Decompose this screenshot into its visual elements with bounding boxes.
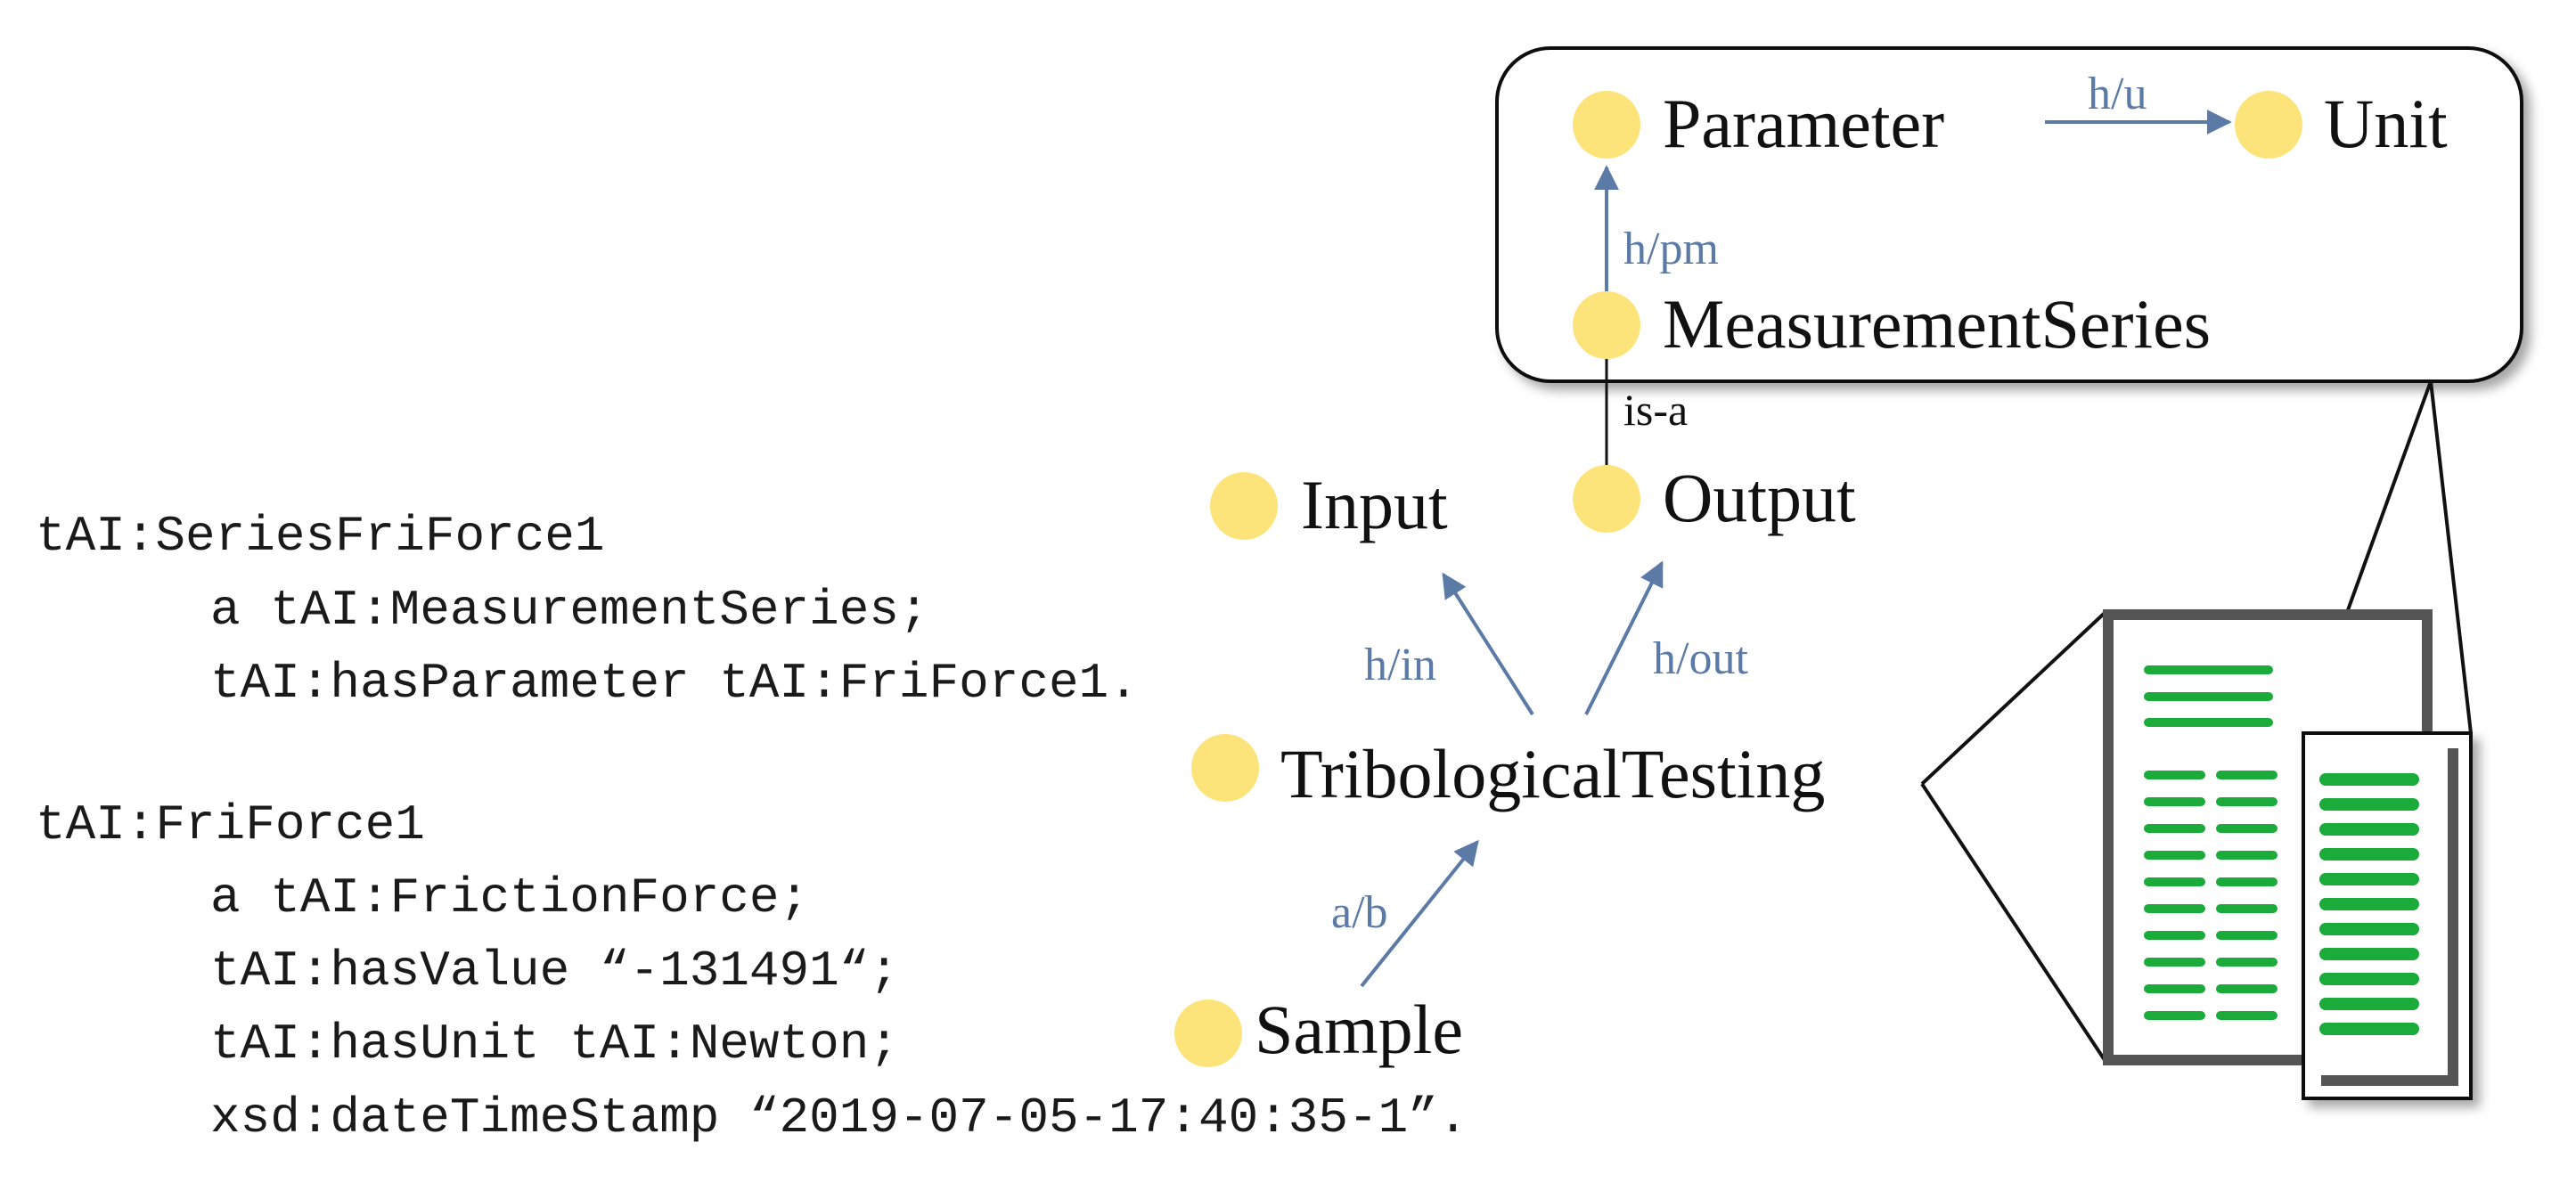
document-icon xyxy=(2103,609,2473,1100)
node-unit: Unit xyxy=(2235,85,2448,162)
node-measurement-series: MeasurementSeries xyxy=(1573,285,2211,363)
turtle-code-block: tAI:SeriesFriForce1 a tAI:MeasurementSer… xyxy=(36,508,1468,1146)
node-sample: Sample xyxy=(1174,991,1463,1068)
node-label-sample: Sample xyxy=(1255,991,1463,1068)
node-label-input: Input xyxy=(1301,466,1448,543)
edge-has-output xyxy=(1584,560,1664,715)
edge-label-has-unit: h/u xyxy=(2088,69,2147,119)
edge-about xyxy=(1360,839,1479,988)
edge-label-about: a/b xyxy=(1331,887,1388,938)
node-label-parameter: Parameter xyxy=(1663,85,1944,162)
node-input: Input xyxy=(1210,466,1448,543)
code-line: a tAI:MeasurementSeries; xyxy=(210,582,929,639)
node-tribological-testing: TribologicalTesting xyxy=(1191,734,1825,812)
node-label-measurement-series: MeasurementSeries xyxy=(1663,285,2211,363)
node-label-output: Output xyxy=(1663,459,1856,536)
edge-label-is-a: is-a xyxy=(1623,385,1688,435)
edge-label-has-output: h/out xyxy=(1653,633,1748,684)
node-label-tribological-testing: TribologicalTesting xyxy=(1280,735,1825,812)
code-line: a tAI:FrictionForce; xyxy=(210,869,809,926)
code-line: tAI:hasUnit tAI:Newton; xyxy=(210,1016,899,1073)
node-output: Output xyxy=(1573,459,1856,536)
edge-label-has-input: h/in xyxy=(1364,640,1436,690)
edge-has-input xyxy=(1442,572,1534,716)
node-label-unit: Unit xyxy=(2324,85,2448,162)
code-line: tAI:hasParameter tAI:FriForce1. xyxy=(210,655,1139,712)
code-line: tAI:hasValue “-131491“; xyxy=(210,942,899,999)
code-line: xsd:dateTimeStamp “2019-07-05-17:40:35-1… xyxy=(210,1089,1468,1146)
code-line: tAI:SeriesFriForce1 xyxy=(36,508,605,565)
node-parameter: Parameter xyxy=(1573,85,1944,162)
edge-label-has-parameter: h/pm xyxy=(1623,224,1719,274)
code-line: tAI:FriForce1 xyxy=(36,796,425,853)
